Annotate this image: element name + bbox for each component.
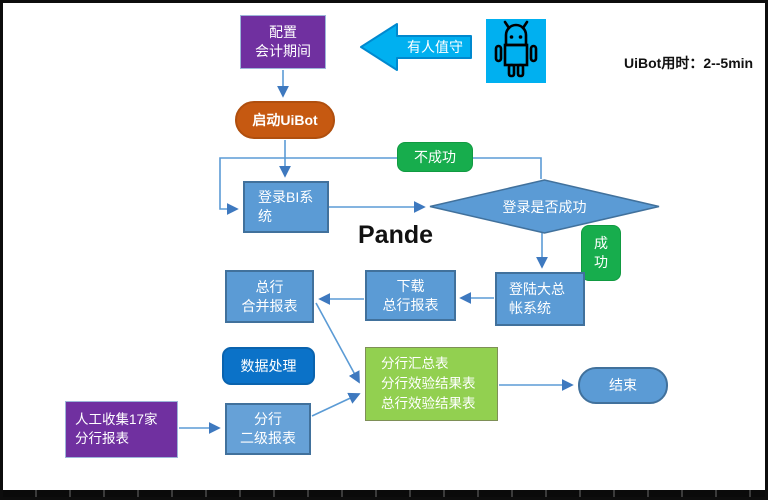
node-ho-consolidated-report: 总行 合并报表 — [225, 270, 314, 323]
video-scrubber-bar — [3, 490, 765, 497]
node-download-ho-report: 下载 总行报表 — [365, 270, 456, 321]
node-manual-collect-reports: 人工收集17家 分行报表 — [65, 401, 178, 458]
node-login-bi-system: 登录BI系 统 — [243, 181, 329, 233]
node-summary-tables: 分行汇总表 分行效验结果表 总行效验结果表 — [365, 347, 498, 421]
node-login-general-ledger: 登陆大总 帐系统 — [495, 272, 585, 326]
node-end: 结束 — [578, 367, 668, 404]
decision-diamond — [429, 179, 660, 234]
pande-label: Pande — [358, 221, 434, 249]
node-start-uibot: 启动UiBot — [235, 101, 335, 139]
uibot-time-label: UiBot用时：2--5min — [624, 55, 754, 71]
node-success: 成 功 — [581, 225, 621, 281]
node-branch-secondary-report: 分行 二级报表 — [225, 403, 311, 455]
android-icon — [486, 19, 546, 83]
node-not-success: 不成功 — [397, 142, 473, 172]
node-data-processing: 数据处理 — [222, 347, 315, 385]
connector-lines — [179, 70, 574, 434]
node-config-accounting-period: 配置 会计期间 — [240, 15, 326, 69]
node-decision-login-success: 登录是否成功 — [502, 198, 587, 215]
attended-label: 有人值守 — [407, 39, 463, 55]
left-block-arrow — [360, 23, 472, 71]
